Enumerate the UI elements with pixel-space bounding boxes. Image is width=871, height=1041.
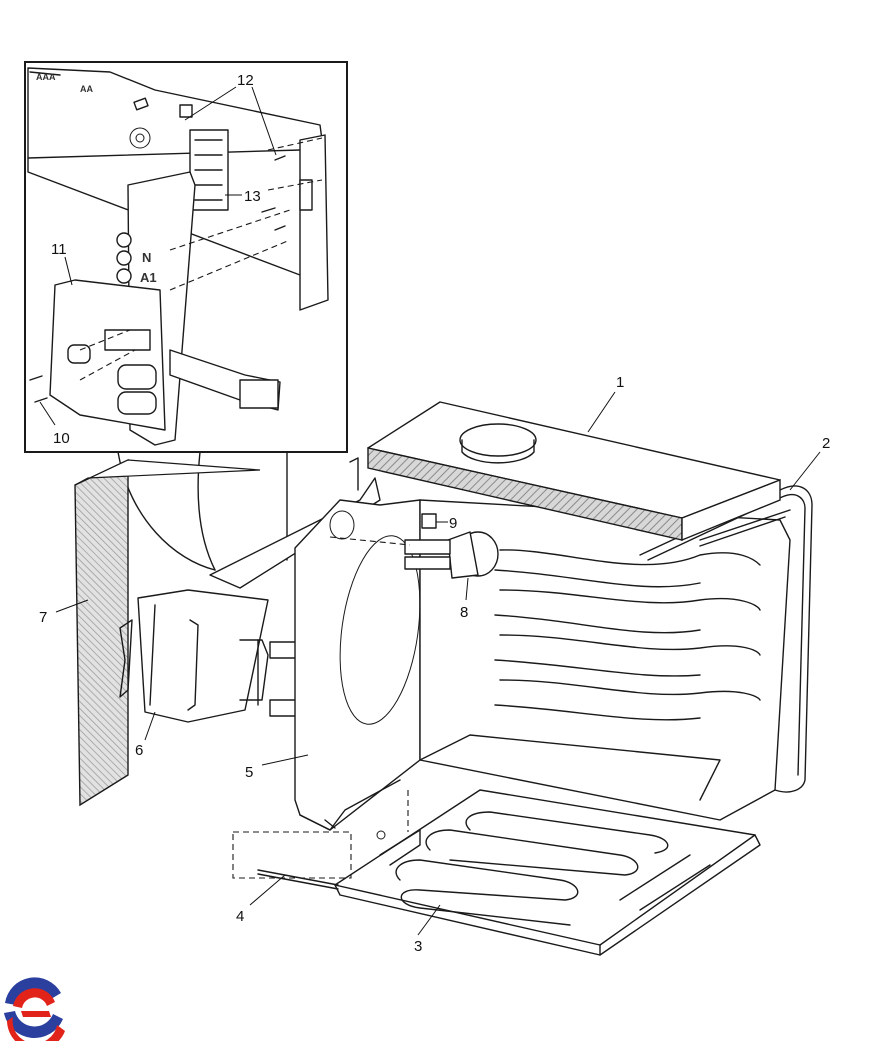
callout-7: 7 <box>39 609 47 626</box>
brand-logo-icon <box>2 974 68 1041</box>
part-6-side-bracket <box>119 589 307 723</box>
callout-13: 13 <box>244 188 261 205</box>
panel-marking-n: N <box>142 250 151 265</box>
part-2-door-seal <box>639 485 813 793</box>
part-9-lamp-clip <box>421 513 437 529</box>
callout-12: 12 <box>237 72 254 89</box>
callout-10: 10 <box>53 430 70 447</box>
callout-6: 6 <box>135 742 143 759</box>
part-7-side-insulation <box>74 458 261 807</box>
callout-5: 5 <box>245 764 253 781</box>
callout-4: 4 <box>236 908 244 925</box>
part-5-oven-cavity <box>209 457 791 831</box>
callout-9: 9 <box>449 515 457 532</box>
callout-2: 2 <box>822 435 830 452</box>
svg-text:AA: AA <box>80 84 93 94</box>
panel-marking-a1: A1 <box>140 270 157 285</box>
part-8-lamp-assembly <box>404 531 499 579</box>
callout-8: 8 <box>460 604 468 621</box>
detail-inset: AAA AA N A1 A2 <box>24 61 348 453</box>
callout-1: 1 <box>616 374 624 391</box>
svg-text:AAA: AAA <box>36 72 56 82</box>
part-1-top-insulation <box>367 401 781 542</box>
leader-lines <box>39 86 821 936</box>
part-4-rod <box>232 790 409 890</box>
callout-11: 11 <box>51 241 67 258</box>
callout-3: 3 <box>414 938 422 955</box>
part-3-heating-element-tray <box>334 789 761 956</box>
